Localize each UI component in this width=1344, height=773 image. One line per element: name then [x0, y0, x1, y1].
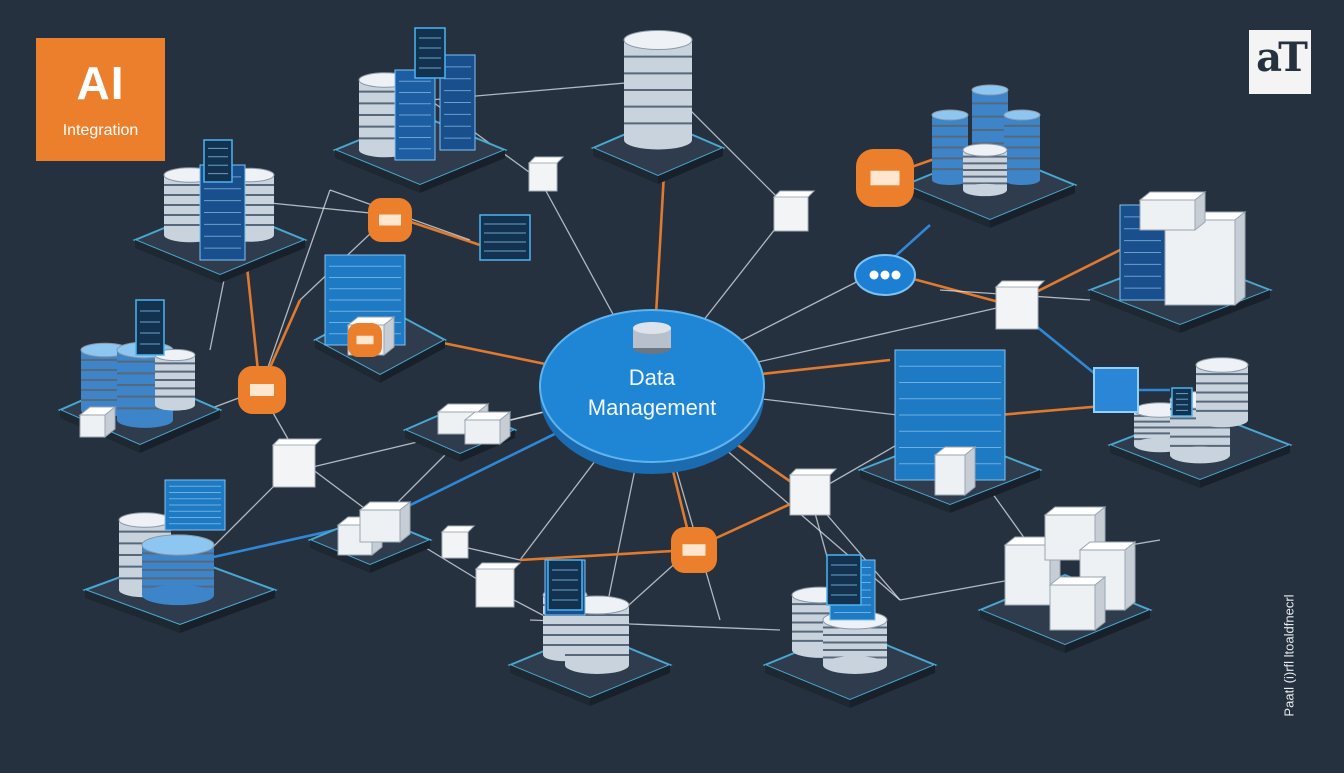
cube-node-icon	[1093, 367, 1139, 413]
database-icon	[623, 29, 693, 150]
document-icon	[1138, 190, 1207, 232]
document-icon	[463, 410, 512, 446]
document-icon	[358, 500, 412, 544]
ai-integration-badge: AI Integration	[36, 38, 165, 161]
cluster-platform	[977, 505, 1153, 653]
document-icon	[78, 405, 117, 439]
cluster-platform	[507, 559, 673, 706]
brand-logo: aT	[1249, 30, 1311, 94]
cluster-platform	[57, 341, 223, 453]
database-icon	[962, 143, 1008, 197]
document-icon	[1048, 575, 1107, 632]
cluster-platform	[312, 254, 448, 383]
database-icon	[141, 534, 215, 606]
cube-node-icon	[440, 525, 476, 559]
server-rack-icon	[439, 54, 476, 151]
server-rack-icon	[164, 479, 226, 531]
cube-node-icon	[238, 366, 286, 414]
monitor-panel-icon	[826, 554, 862, 606]
cube-node-icon	[772, 190, 816, 232]
database-icon	[633, 322, 671, 354]
monitor-panel-icon	[203, 139, 233, 183]
cluster-platform	[307, 500, 433, 573]
monitor-panel-icon	[135, 299, 165, 356]
monitor-panel-icon	[1171, 387, 1193, 417]
cube-node-icon	[994, 280, 1046, 330]
cube-node-icon	[671, 527, 717, 573]
cluster-platform	[902, 84, 1078, 228]
cluster-platform	[590, 29, 726, 184]
logo-glyph: aT	[1256, 34, 1308, 81]
cluster-platform	[332, 54, 508, 193]
cluster-platform	[762, 559, 938, 708]
vertical-caption: Paatl (i)rfl ltoaldfnecrl	[1268, 560, 1308, 750]
cluster-platform	[82, 479, 278, 633]
database-icon	[154, 348, 196, 411]
document-icon	[933, 445, 977, 497]
connector-nodes	[135, 27, 1193, 611]
monitor-panel-icon	[414, 27, 446, 79]
link-line	[899, 579, 1011, 601]
database-icon	[1195, 357, 1249, 428]
data-management-hub: Data Management	[539, 309, 765, 474]
document-icon	[1043, 505, 1107, 562]
badge-subtitle: Integration	[62, 122, 139, 139]
cluster-platform	[1087, 190, 1273, 333]
cube-node-icon	[474, 562, 522, 608]
cluster-platform	[132, 164, 308, 283]
document-icon	[1163, 210, 1247, 307]
database-icon	[1003, 109, 1041, 186]
cube-node-icon	[271, 438, 323, 488]
cluster-platform	[857, 349, 1043, 513]
hub-label-line1: Data	[629, 365, 676, 390]
cube-node-icon	[348, 323, 382, 357]
link-line	[519, 548, 691, 562]
link-line	[259, 189, 331, 391]
cube-node-icon	[854, 254, 916, 296]
cube-node-icon	[527, 156, 565, 192]
hub-label-line2: Management	[588, 395, 716, 420]
cube-node-icon	[368, 198, 412, 242]
cube-node-icon	[856, 149, 914, 207]
monitor-panel-icon	[479, 214, 531, 261]
cube-node-icon	[788, 468, 838, 516]
database-icon	[931, 109, 969, 186]
monitor-panel-icon	[547, 559, 583, 611]
server-rack-icon	[394, 69, 436, 161]
badge-title: AI	[76, 57, 125, 109]
cluster-platform	[402, 402, 518, 462]
vertical-caption-text: Paatl (i)rfl ltoaldfnecrl	[1281, 594, 1297, 717]
server-clusters	[57, 29, 1293, 708]
